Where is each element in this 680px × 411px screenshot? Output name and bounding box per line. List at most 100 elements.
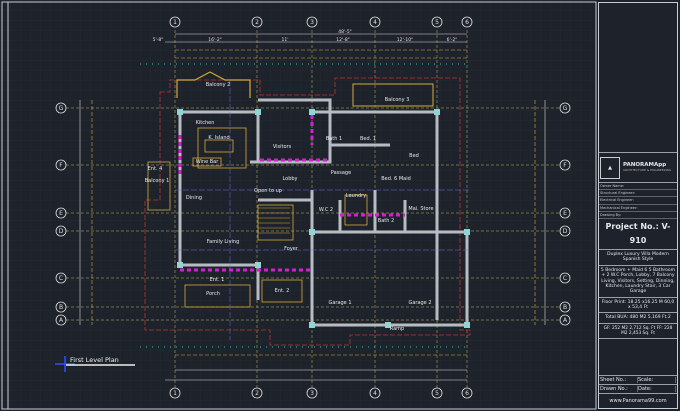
- project-number: Project No.: V-910: [599, 219, 677, 250]
- floor-print: Floor Print: 18.25 x16.25 M 60,0 x 53,4 …: [599, 298, 677, 314]
- dim-1-2: 16'-2": [208, 37, 222, 43]
- room-label: Bath 2: [378, 218, 394, 224]
- field-electrical: Electrical Engineer:: [599, 197, 677, 205]
- room-label: Mai. Store: [408, 206, 433, 212]
- meta-row: Sheet No.:Scale:: [599, 376, 677, 385]
- wall-columns: [177, 109, 470, 328]
- grid-label-row: D: [59, 228, 64, 235]
- room-label: Visitors: [273, 144, 292, 150]
- grid-bubble-col-6: [461, 16, 473, 399]
- dim-5-6: 6'-2": [447, 37, 458, 43]
- room-label: Ent. 1: [210, 277, 225, 283]
- drawn-no: Drawn No.:: [600, 386, 638, 392]
- meta-row: Drawn No.:Date:: [599, 385, 677, 394]
- room-label: Dining: [186, 195, 202, 201]
- room-label: Passage: [331, 170, 351, 176]
- room-label: Bed: [409, 153, 419, 159]
- grid-label-col: 6: [465, 390, 469, 397]
- grid-label-col: 4: [373, 390, 377, 397]
- room-label: Bath 1: [326, 136, 342, 142]
- room-label: Balcony 2: [206, 82, 231, 88]
- grid-label-col: 2: [255, 390, 259, 397]
- dimension-lines: [79, 33, 546, 381]
- walls: [178, 98, 469, 327]
- grid-label-row: G: [563, 105, 568, 112]
- grid-bubble-col-2: [251, 16, 263, 399]
- grid-label-row: E: [59, 210, 63, 217]
- date: Date:: [638, 386, 676, 392]
- room-label: W.C 2: [319, 207, 333, 213]
- grid-label-col: 3: [310, 390, 314, 397]
- room-label: Family Living: [207, 239, 240, 245]
- stair: [258, 207, 290, 234]
- room-label: Ramp: [390, 326, 404, 332]
- project-name: Duplex Luxury Villa Modern Spanish Style: [599, 250, 677, 266]
- furniture: [147, 127, 368, 308]
- dimension-lines-secondary: [91, 49, 536, 356]
- field-structural: Structural Engineer:: [599, 190, 677, 198]
- grid-label-col: 6: [465, 19, 469, 26]
- room-label: Bed. 1: [360, 136, 376, 142]
- grid-label-col: 5: [435, 19, 439, 26]
- room-label: Kitchen: [196, 120, 215, 126]
- title-block-spacer: [599, 339, 677, 376]
- dim-4-5: 12'-10": [397, 37, 413, 43]
- room-label: Balcony 3: [385, 97, 410, 103]
- brand-name: PANORAMApp: [623, 161, 667, 168]
- grid-label-row: E: [563, 210, 567, 217]
- grid-bubble-col-4: [369, 16, 381, 399]
- title-block-blank: [599, 3, 677, 153]
- room-label: Garage 2: [408, 300, 431, 306]
- grid-label-row: A: [563, 317, 568, 324]
- field-owner: Owner Name:: [599, 183, 677, 191]
- grid-label-col: 2: [255, 19, 259, 26]
- company-logo: ▲ PANORAMApp ARCHITECTURE & ENGINEERING: [599, 153, 677, 183]
- dim-total: 48'-5": [338, 29, 352, 35]
- grid-bubble-col-3: [306, 16, 318, 399]
- plan-title-marker: First Level Plan: [55, 356, 135, 372]
- room-label: K. Island: [208, 135, 229, 141]
- grid-label-row: C: [59, 275, 63, 282]
- grid-label-row: D: [563, 228, 568, 235]
- balcony-2-outline: [176, 71, 251, 98]
- grid-label-col: 1: [173, 390, 177, 397]
- grid-bubble-rows: [55, 102, 571, 326]
- website-link[interactable]: www.Panorama99.com: [609, 398, 667, 404]
- grid-bubble-col-1: [169, 16, 181, 399]
- room-label: Porch: [206, 291, 220, 297]
- room-label: Wine Bar: [196, 159, 220, 165]
- grid-label-row: B: [59, 304, 63, 311]
- plan-title: First Level Plan: [70, 356, 119, 364]
- balcony-3-outline: [352, 83, 434, 107]
- grid-bubble-col-5: [431, 16, 443, 399]
- dim-overhang: 5'-8": [153, 37, 164, 43]
- window-openings: [178, 115, 405, 272]
- title-block: ▲ PANORAMApp ARCHITECTURE & ENGINEERING …: [598, 2, 678, 409]
- floor-areas: GF: 252 M2 2,712 Sq. Ft FF: 228 M2 2,453…: [599, 324, 677, 340]
- brand-subtitle: ARCHITECTURE & ENGINEERING: [623, 168, 672, 173]
- grid-label-row: B: [563, 304, 567, 311]
- grid-label-row: F: [563, 162, 567, 169]
- axis-lines: [175, 80, 470, 340]
- room-label: Ent. 4: [148, 166, 163, 172]
- field-drawing-by: Drawing By:: [599, 212, 677, 219]
- grid-label-col: 1: [173, 19, 177, 26]
- project-program: 5 Bedroom + Maid 6 5 Bathroom + 2 W.C Po…: [599, 266, 677, 298]
- property-outline: [144, 77, 471, 346]
- grid-label-col: 4: [373, 19, 377, 26]
- room-label: Open to up: [254, 188, 282, 194]
- room-label: Bed. 6 Maid: [381, 176, 411, 182]
- grid-bubbles: [55, 16, 571, 399]
- room-label: Balcony 1: [145, 178, 170, 184]
- field-mechanical: Mechanical Engineer:: [599, 205, 677, 212]
- grid-label-row: F: [59, 162, 63, 169]
- grid-label-row: A: [59, 317, 64, 324]
- building-logo-icon: ▲: [600, 156, 620, 179]
- scale: Scale:: [638, 377, 676, 383]
- room-label: Laundry: [346, 193, 366, 199]
- grid-label-row: C: [563, 275, 567, 282]
- dimension-ticks: [140, 63, 470, 348]
- room-label: Foyer: [284, 246, 299, 252]
- room-label: Lobby: [282, 176, 297, 182]
